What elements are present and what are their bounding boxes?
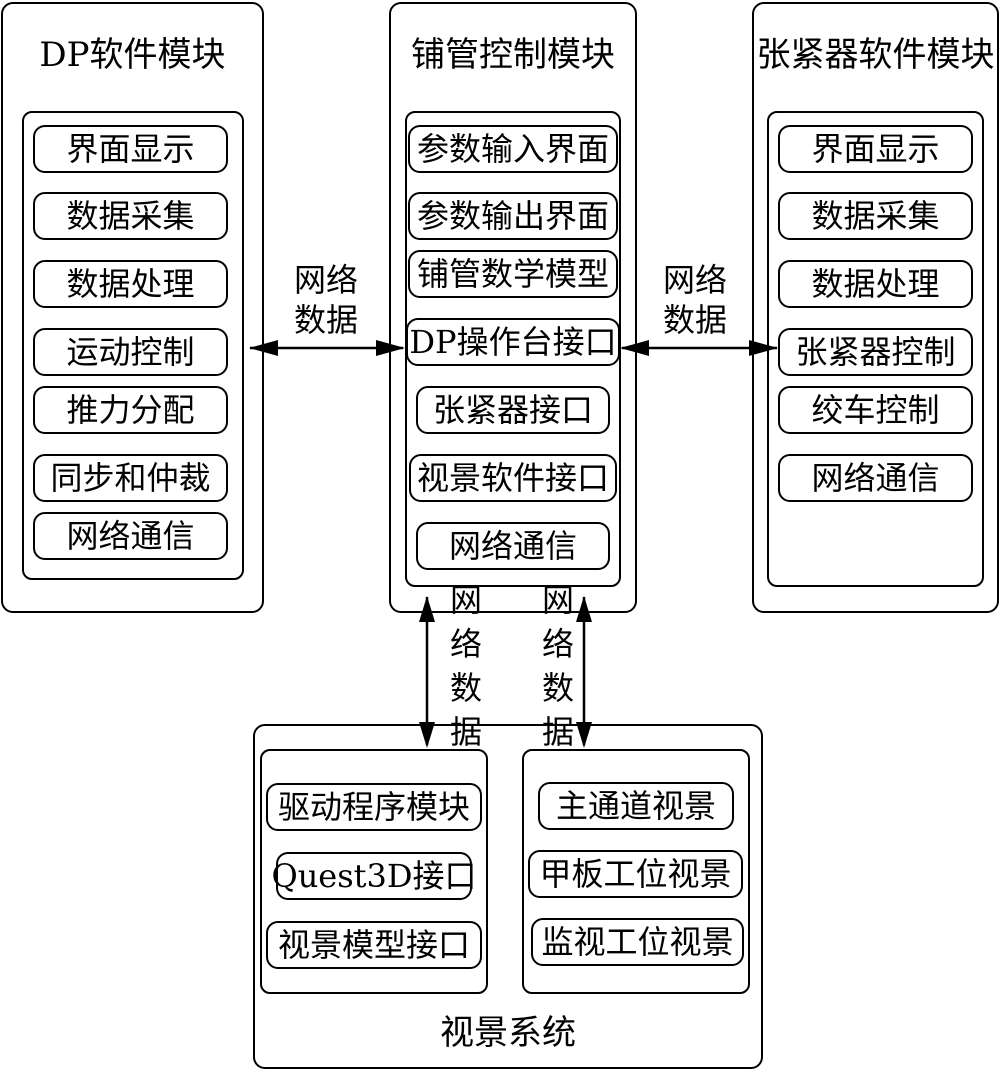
tensioner-item-data-processing[interactable]: 数据处理: [778, 260, 973, 308]
label-char: 数: [449, 669, 482, 707]
arrowhead-dp-left: [249, 340, 278, 356]
dp-item-motion-control[interactable]: 运动控制: [33, 328, 228, 376]
tensioner-item-ui-display[interactable]: 界面显示: [778, 125, 973, 173]
pipe-item-math-model[interactable]: 铺管数学模型: [408, 250, 618, 298]
tensioner-item-winch-control[interactable]: 绞车控制: [778, 386, 973, 434]
arrowhead-down-right: [576, 722, 592, 748]
arrowhead-up-left: [419, 596, 435, 622]
label-char: 据: [541, 713, 574, 751]
pipe-item-tensioner-interface[interactable]: 张紧器接口: [416, 386, 610, 434]
label-char: 网: [449, 581, 482, 619]
visual-item-monitor-station-view[interactable]: 监视工位视景: [531, 918, 744, 966]
label-dp-pipe-data: 数据: [293, 301, 358, 339]
label-char: 络: [541, 625, 574, 663]
pipe-module-title: 铺管控制模块: [411, 35, 615, 75]
label-pipe-tensioner-network: 网络: [662, 261, 727, 299]
pipe-item-network-comm[interactable]: 网络通信: [416, 522, 610, 570]
visual-item-deck-station-view[interactable]: 甲板工位视景: [528, 850, 743, 898]
label-char: 网: [541, 581, 574, 619]
visual-item-visual-model-interface[interactable]: 视景模型接口: [266, 921, 482, 969]
label-char: 络: [449, 625, 482, 663]
tensioner-module-title: 张紧器软件模块: [756, 35, 995, 75]
arrowhead-pipe-right: [620, 340, 649, 356]
visual-system-title: 视景系统: [440, 1013, 576, 1053]
dp-item-network-comm[interactable]: 网络通信: [33, 512, 228, 560]
label-dp-pipe-network: 网络: [293, 261, 358, 299]
arrowhead-up-right: [576, 596, 592, 622]
dp-module-title: DP软件模块: [39, 35, 226, 75]
visual-item-driver-module[interactable]: 驱动程序模块: [266, 783, 482, 831]
pipe-item-visual-software-interface[interactable]: 视景软件接口: [409, 454, 617, 502]
tensioner-item-tensioner-control[interactable]: 张紧器控制: [778, 328, 973, 376]
visual-item-quest3d-interface[interactable]: Quest3D接口: [271, 852, 477, 900]
label-visual-left-vertical: 网 络 数 据: [446, 578, 486, 754]
visual-item-main-channel-view[interactable]: 主通道视景: [538, 782, 734, 830]
dp-item-ui-display[interactable]: 界面显示: [33, 125, 228, 173]
label-char: 数: [541, 669, 574, 707]
dp-item-data-acquisition[interactable]: 数据采集: [33, 192, 228, 240]
dp-item-data-processing[interactable]: 数据处理: [33, 260, 228, 308]
pipe-item-param-output[interactable]: 参数输出界面: [408, 192, 618, 240]
dp-item-sync-arbitration[interactable]: 同步和仲裁: [33, 454, 228, 502]
pipe-item-param-input[interactable]: 参数输入界面: [408, 125, 618, 173]
arrowhead-pipe-left: [376, 340, 405, 356]
tensioner-item-network-comm[interactable]: 网络通信: [778, 454, 973, 502]
label-visual-right-vertical: 网 络 数 据: [538, 578, 578, 754]
dp-item-thrust-allocation[interactable]: 推力分配: [33, 386, 228, 434]
arrowhead-tensioner-right: [749, 340, 778, 356]
label-pipe-tensioner-data: 数据: [662, 301, 727, 339]
label-char: 据: [449, 713, 482, 751]
tensioner-item-data-acquisition[interactable]: 数据采集: [778, 192, 973, 240]
pipe-item-dp-console-interface[interactable]: DP操作台接口: [406, 318, 620, 366]
arrowhead-down-left: [419, 722, 435, 748]
